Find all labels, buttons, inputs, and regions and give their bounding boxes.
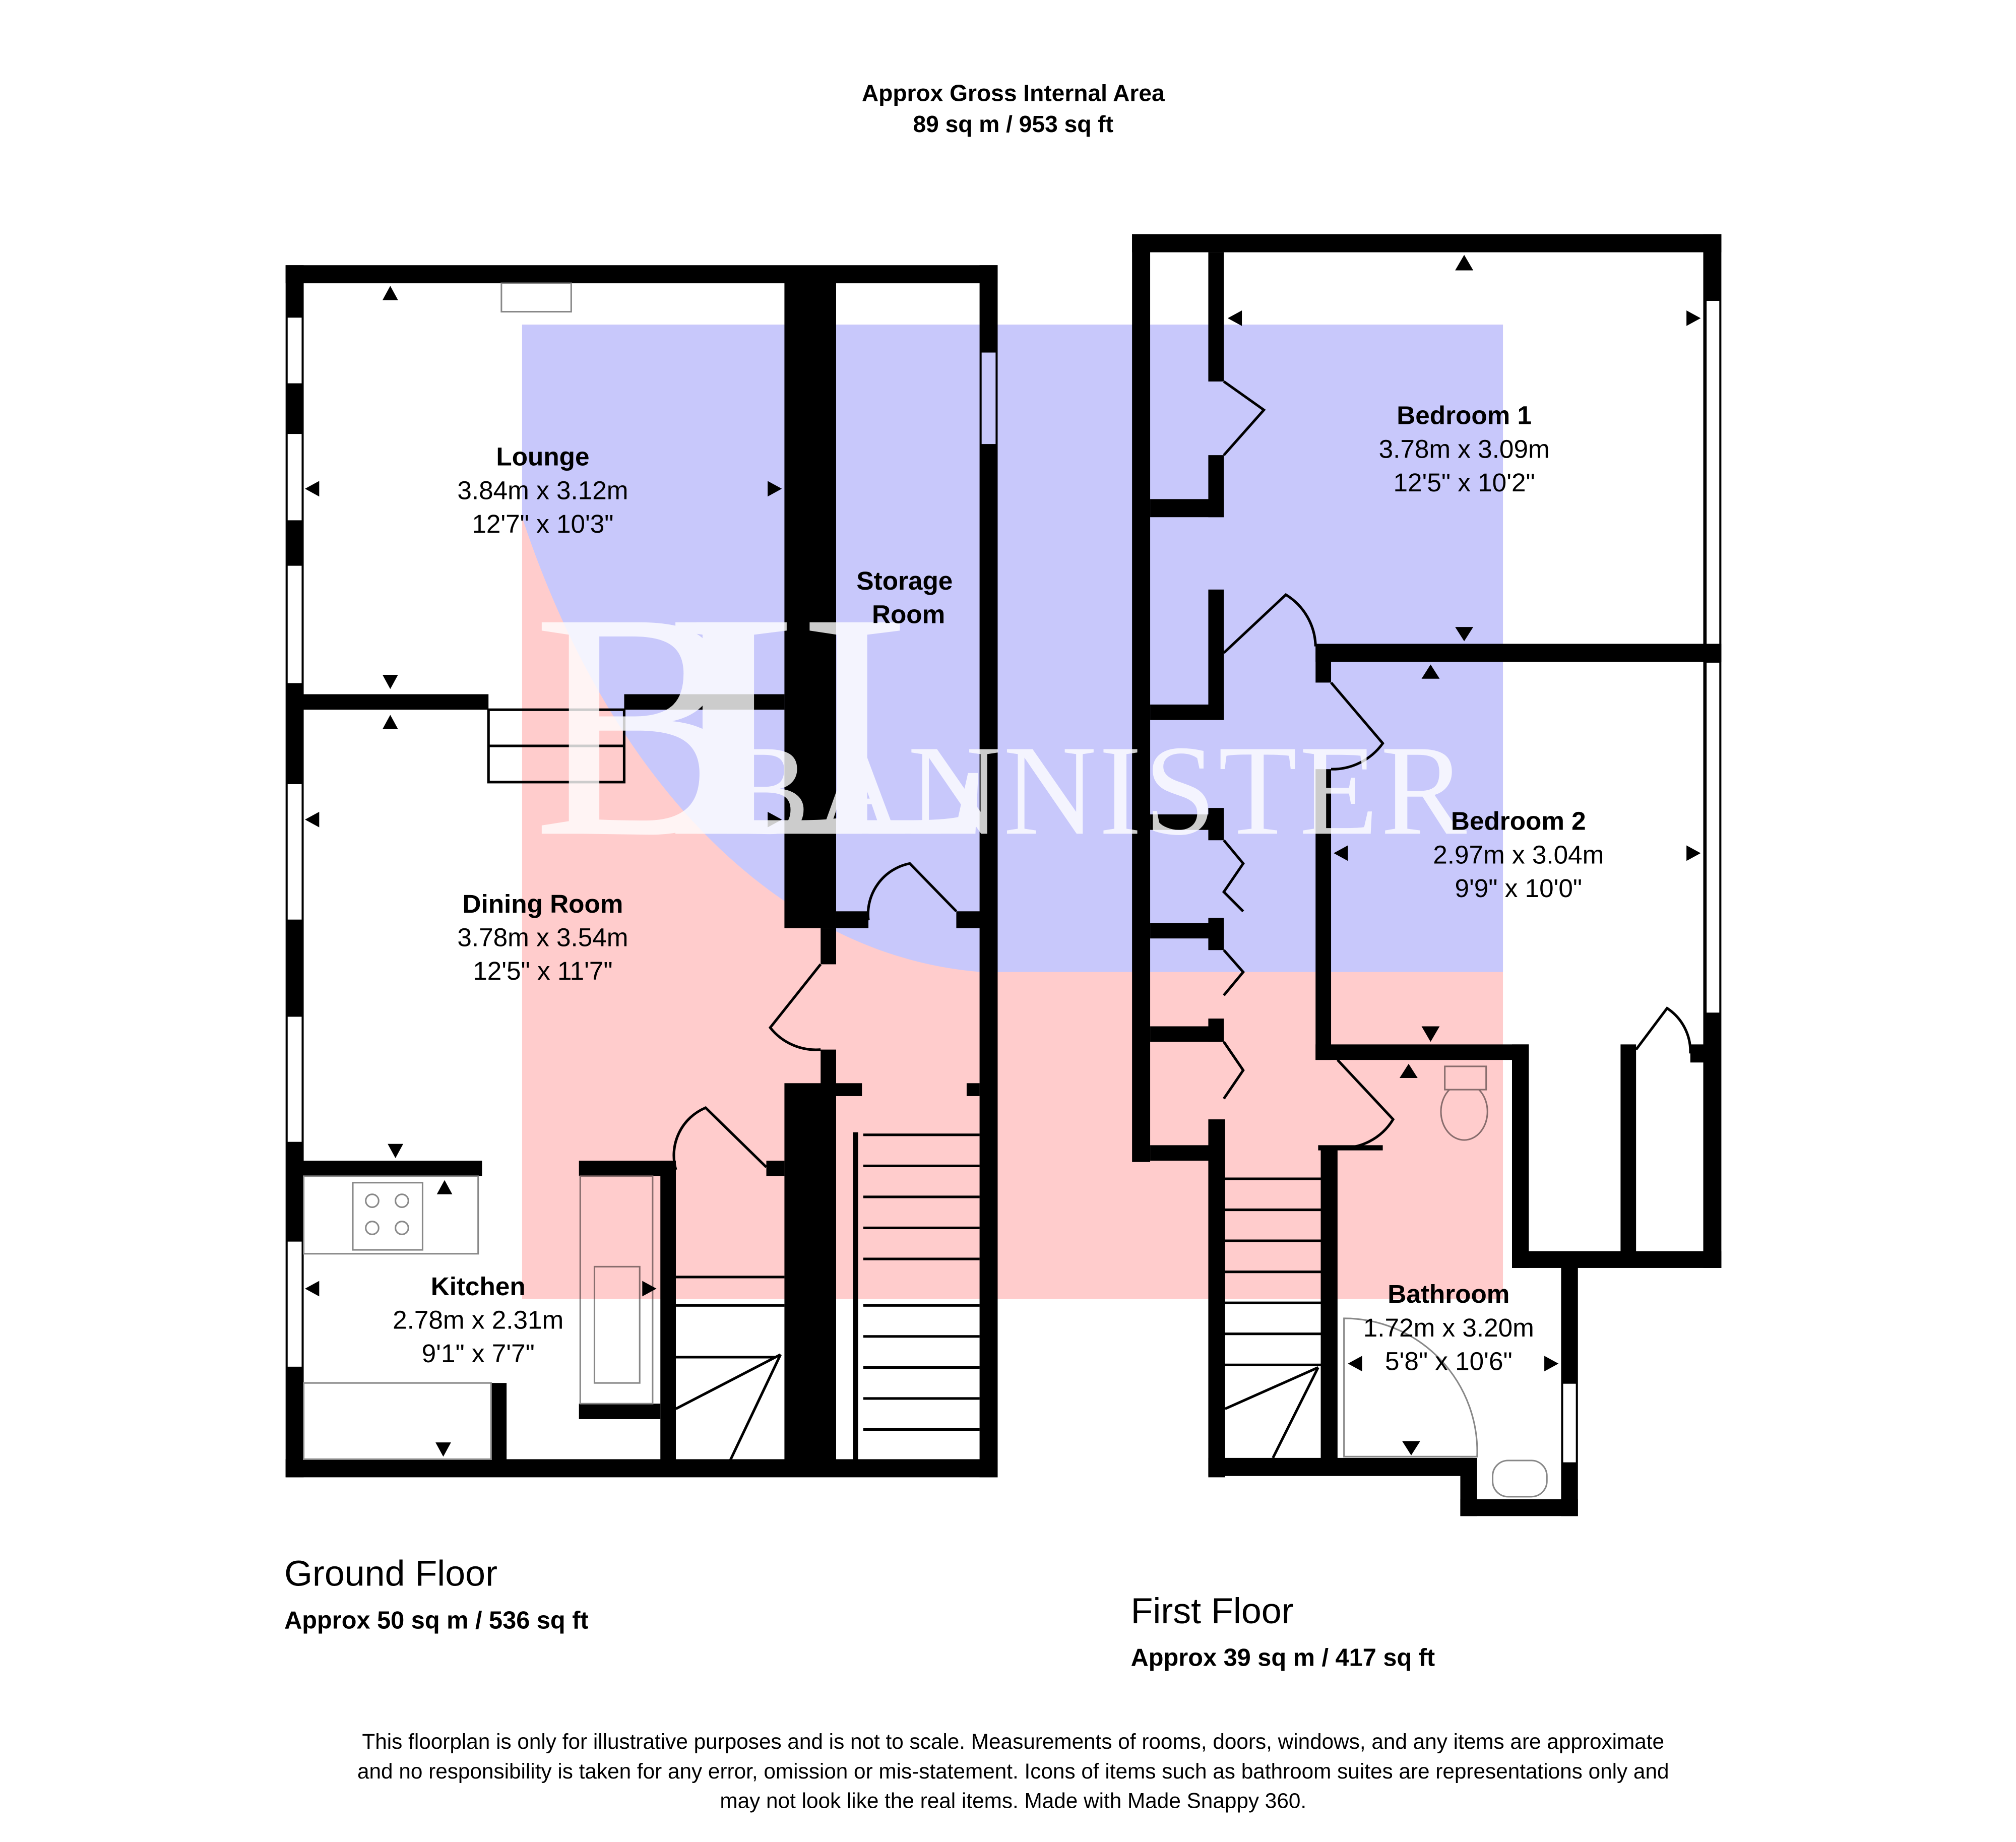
header-area: 89 sq m / 953 sq ft [913,111,1114,137]
room-imperial: 12'5" x 11'7" [473,957,612,985]
watermark-logo [522,325,1503,1299]
room-metric: 3.84m x 3.12m [457,476,628,504]
room-dining: Dining Room 3.78m x 3.54m 12'5" x 11'7" [457,890,628,985]
room-name: Storage [856,566,953,595]
disclaimer-line: and no responsibility is taken for any e… [357,1759,1669,1783]
ground-floor-area: Approx 50 sq m / 536 sq ft [284,1607,589,1634]
disclaimer: This floorplan is only for illustrative … [357,1730,1669,1813]
disclaimer-line: This floorplan is only for illustrative … [362,1730,1664,1753]
room-imperial: 9'1" x 7'7" [422,1339,535,1368]
room-bedroom-1: Bedroom 1 3.78m x 3.09m 12'5" x 10'2" [1379,401,1550,497]
room-lounge: Lounge 3.84m x 3.12m 12'7" x 10'3" [457,442,628,538]
room-metric: 3.78m x 3.09m [1379,434,1550,463]
room-name: Bedroom 2 [1451,807,1586,836]
room-metric: 2.78m x 2.31m [393,1305,563,1334]
room-kitchen: Kitchen 2.78m x 2.31m 9'1" x 7'7" [393,1272,563,1368]
room-metric: 1.72m x 3.20m [1363,1313,1534,1342]
ground-floor-label: Ground Floor [284,1554,497,1594]
room-storage: Storage Room [856,566,953,629]
first-floor-label: First Floor [1131,1591,1294,1631]
header-title: Approx Gross Internal Area [862,80,1165,106]
disclaimer-line: may not look like the real items. Made w… [720,1789,1306,1813]
room-imperial: 12'7" x 10'3" [472,510,613,538]
room-name-2: Room [872,600,945,628]
room-bedroom-2: Bedroom 2 2.97m x 3.04m 9'9" x 10'0" [1433,807,1604,903]
room-bathroom: Bathroom 1.72m x 3.20m 5'8" x 10'6" [1363,1280,1534,1375]
first-floor-area: Approx 39 sq m / 417 sq ft [1131,1644,1435,1672]
room-imperial: 5'8" x 10'6" [1385,1347,1513,1376]
logo-line2: BANNISTER [724,719,1468,862]
room-name: Lounge [496,442,589,471]
room-name: Dining Room [462,890,623,918]
logo-line1: BILL [532,546,997,904]
room-imperial: 12'5" x 10'2" [1394,468,1535,497]
room-metric: 2.97m x 3.04m [1433,840,1604,869]
room-imperial: 9'9" x 10'0" [1455,874,1582,903]
room-metric: 3.78m x 3.54m [457,923,628,952]
room-name: Bathroom [1388,1280,1509,1308]
room-name: Bedroom 1 [1397,401,1532,430]
room-name: Kitchen [431,1272,526,1301]
watermark-text: BILL BANNISTER [532,546,1467,904]
